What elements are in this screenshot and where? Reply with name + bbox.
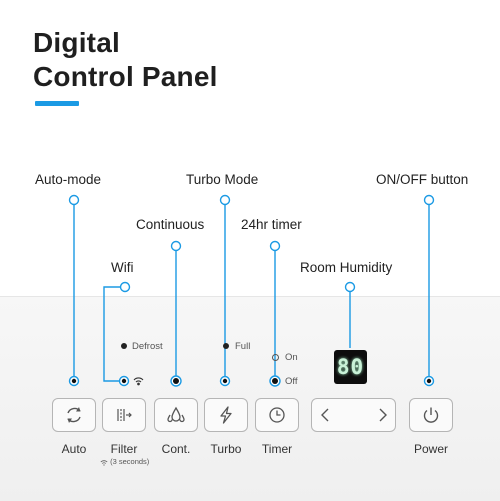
- power-icon: [423, 407, 439, 423]
- title-line-2: Control Panel: [33, 61, 218, 92]
- callout-turbo-mode: Turbo Mode: [186, 172, 259, 187]
- title-accent-bar: [35, 101, 79, 106]
- wifi-small-icon: [100, 459, 108, 466]
- page-title: Digital Control Panel: [33, 26, 218, 94]
- defrost-indicator-label: Defrost: [132, 341, 163, 352]
- power-button[interactable]: [409, 398, 453, 432]
- turbo-button[interactable]: [204, 398, 248, 432]
- lightning-icon: [220, 406, 232, 424]
- filter-button-label: Filter: [110, 442, 138, 456]
- filter-icon: [117, 409, 132, 421]
- continuous-button-label: Cont.: [161, 442, 191, 456]
- wifi-icon: [133, 377, 144, 386]
- on-indicator-label: On: [285, 352, 298, 363]
- callout-wifi: Wifi: [111, 260, 134, 275]
- humidity-display: 80: [334, 350, 367, 384]
- on-indicator-dot: [272, 354, 279, 361]
- callout-room-humidity: Room Humidity: [300, 260, 393, 275]
- continuous-button[interactable]: [154, 398, 198, 432]
- callout-on-off-button: ON/OFF button: [376, 172, 469, 187]
- turbo-button-label: Turbo: [210, 442, 242, 456]
- timer-button[interactable]: [255, 398, 299, 432]
- water-drops-icon: [167, 406, 185, 423]
- defrost-indicator-dot: [121, 343, 127, 349]
- clock-icon: [269, 407, 285, 423]
- filter-sub-label: (3 seconds): [100, 457, 149, 466]
- power-button-label: Power: [413, 442, 448, 456]
- callout-auto-mode: Auto-mode: [35, 172, 102, 187]
- full-indicator-dot: [223, 343, 229, 349]
- filter-button[interactable]: [102, 398, 146, 432]
- auto-button-label: Auto: [61, 442, 87, 456]
- adjust-buttons[interactable]: [311, 398, 396, 432]
- filter-hold-duration: (3 seconds): [110, 457, 150, 466]
- auto-button[interactable]: [52, 398, 96, 432]
- chevron-left-right-icon: [320, 408, 387, 422]
- callout-24hr-timer: 24hr timer: [241, 217, 302, 232]
- title-line-1: Digital: [33, 27, 120, 58]
- full-indicator-label: Full: [235, 341, 251, 352]
- refresh-icon: [67, 407, 81, 423]
- callout-continuous: Continuous: [136, 217, 205, 232]
- timer-button-label: Timer: [261, 442, 293, 456]
- off-indicator-label: Off: [285, 376, 298, 387]
